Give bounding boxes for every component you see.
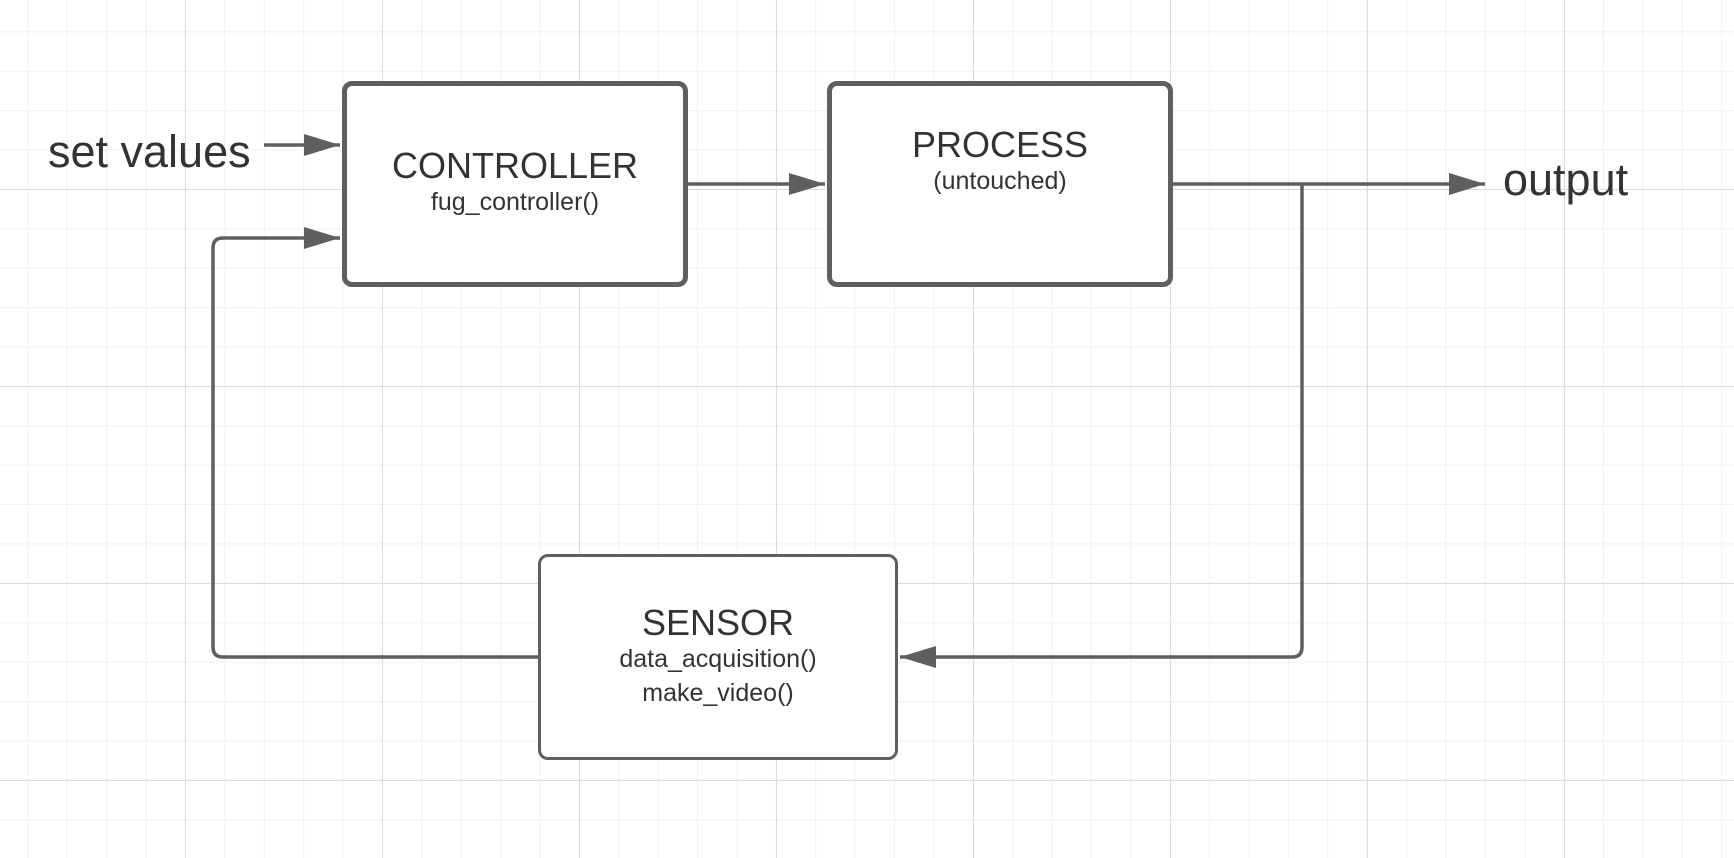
output-label: output [1503,154,1629,205]
controller-block[interactable]: CONTROLLER fug_controller() [342,81,688,287]
process-block[interactable]: PROCESS (untouched) [827,81,1173,287]
controller-title: CONTROLLER [391,145,639,186]
controller-function: fug_controller() [430,188,600,217]
sensor-title: SENSOR [641,602,795,643]
process-title: PROCESS [911,124,1089,165]
arrow-sensor-feedback-to-controller [211,227,538,659]
set-values-label: set values [48,126,251,177]
sensor-function-make-video: make_video() [642,679,794,708]
sensor-function-data-acquisition: data_acquisition() [619,645,817,674]
arrow-output-feedback-to-sensor [900,184,1304,668]
process-subtitle: (untouched) [933,167,1067,196]
sensor-block[interactable]: SENSOR data_acquisition() make_video() [538,554,898,760]
